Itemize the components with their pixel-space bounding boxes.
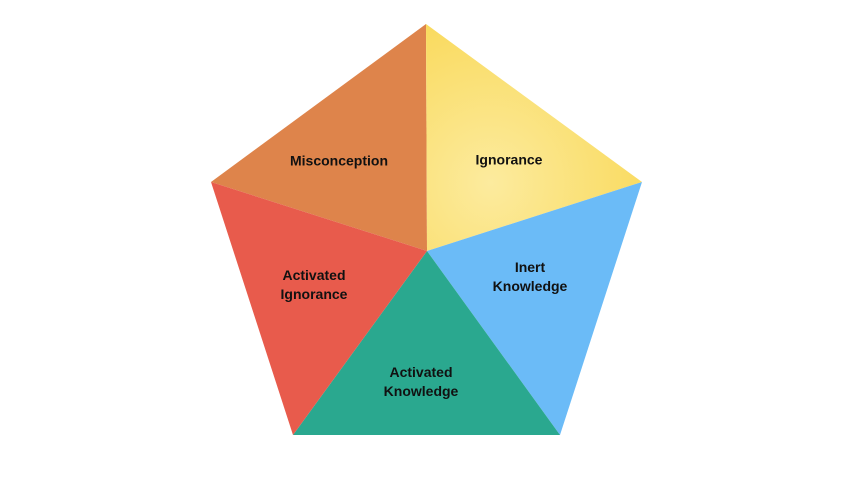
label-line: Knowledge: [383, 383, 459, 399]
segment-activated-ignorance: [211, 182, 427, 435]
label-inert-knowledge: Inert Knowledge: [493, 258, 568, 296]
label-ignorance: Ignorance: [475, 151, 543, 168]
label-activated-ignorance: Activated Ignorance: [281, 266, 348, 304]
label-line: Activated: [282, 267, 346, 283]
label-misconception: Misconception: [289, 152, 389, 169]
segment-inert-knowledge: [427, 182, 642, 435]
label-line: Ignorance: [280, 286, 348, 302]
label-activated-knowledge: Activated Knowledge: [384, 363, 459, 401]
label-line: Inert: [514, 259, 546, 275]
segment-misconception: [211, 24, 427, 251]
segment-ignorance: [426, 24, 642, 251]
label-line: Knowledge: [492, 278, 568, 294]
label-line: Activated: [389, 364, 453, 380]
segment-activated-knowledge: [293, 251, 560, 435]
